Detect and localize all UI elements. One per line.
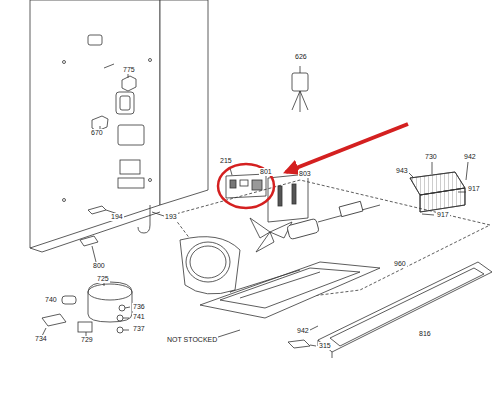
back-cover [318,262,492,358]
callout-number: 725 [96,275,110,283]
base-pan [200,262,380,318]
callout-number: 917 [436,211,450,219]
callout-number: 734 [34,335,48,343]
callout-number: 670 [90,129,104,137]
compressor [88,276,132,322]
note: NOT STOCKED [166,336,218,344]
callout-number: 193 [164,213,178,221]
callout-number: 942 [463,153,477,161]
callout-number: 194 [110,213,124,221]
cabinet [30,0,208,252]
callout-number: 626 [294,53,308,61]
callout-number: 741 [132,313,146,321]
callout-number: 736 [132,303,146,311]
callout-number: 729 [80,336,94,344]
highlight-circle [218,164,274,208]
callout-number: 730 [424,153,438,161]
callout-number: 800 [92,262,106,270]
highlight-arrow [286,124,408,172]
callout-number: 803 [298,170,312,178]
callout-number: 917 [467,185,481,193]
callout-number: 775 [122,66,136,74]
callout-number: 943 [395,167,409,175]
callout-number: 215 [219,157,233,165]
callout-number: 315 [318,342,332,350]
callout-number: 801 [259,168,273,176]
callout-number: 960 [393,260,407,268]
control-board [226,168,308,222]
callout-number: 816 [418,330,432,338]
callout-number: 942 [296,327,310,335]
callout-number: 737 [132,325,146,333]
condenser-coil [408,162,468,215]
fan-shroud [180,237,240,294]
callout-number: 740 [44,296,58,304]
